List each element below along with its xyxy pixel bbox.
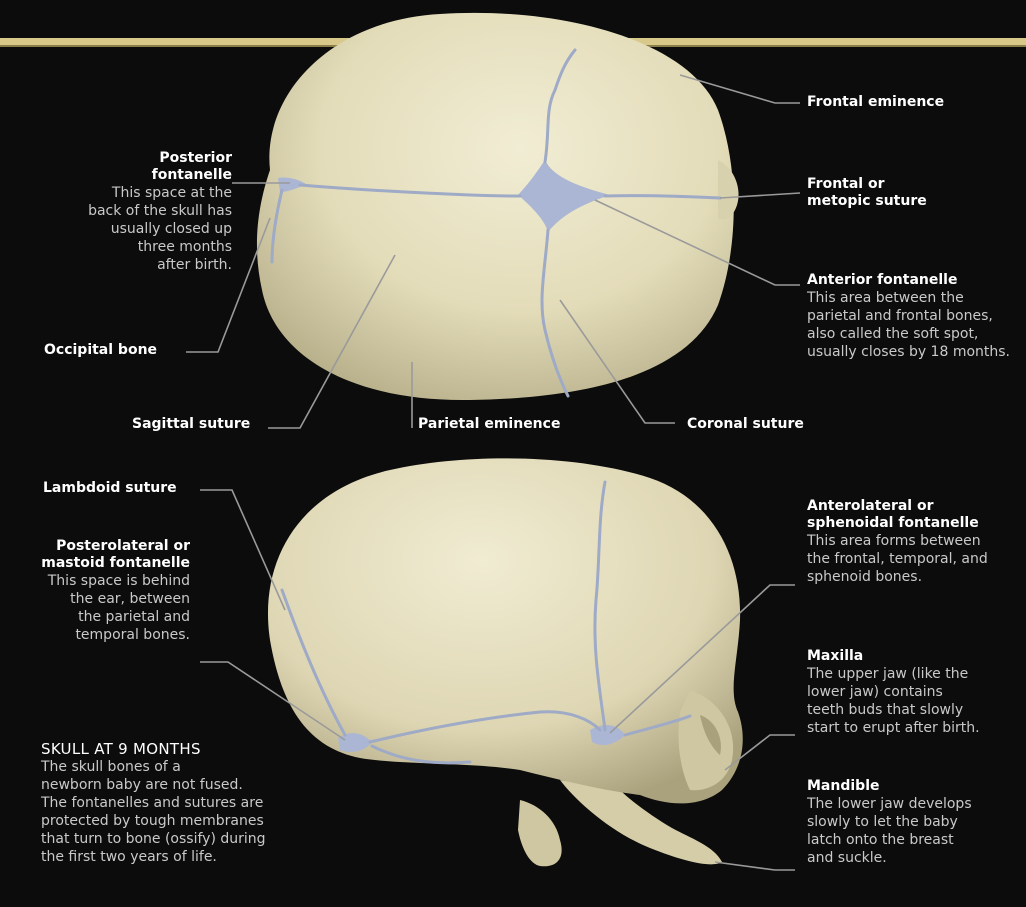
- label-lambdoid-suture: Lambdoid suture: [43, 480, 177, 497]
- label-anterior-fontanelle: Anterior fontanelle This area between th…: [807, 272, 1025, 361]
- caption-title: SKULL AT 9 MONTHS: [41, 740, 311, 758]
- label-posterior-fontanelle: Posterior fontanelle This space at the b…: [32, 150, 232, 274]
- label-posterolateral-fontanelle: Posterolateral or mastoid fontanelle Thi…: [0, 538, 190, 644]
- label-coronal-suture: Coronal suture: [687, 416, 804, 433]
- label-frontal-suture: Frontal or metopic suture: [807, 176, 927, 210]
- skull-top-view: [257, 13, 739, 400]
- label-maxilla: Maxilla The upper jaw (like the lower ja…: [807, 648, 1025, 737]
- leader-mandible: [715, 862, 795, 870]
- label-frontal-eminence: Frontal eminence: [807, 94, 944, 111]
- label-parietal-eminence: Parietal eminence: [418, 416, 560, 433]
- label-occipital-bone: Occipital bone: [44, 342, 157, 359]
- caption: SKULL AT 9 MONTHS The skull bones of a n…: [41, 740, 311, 866]
- label-mandible: Mandible The lower jaw develops slowly t…: [807, 778, 1025, 867]
- label-anterolateral-fontanelle: Anterolateral or sphenoidal fontanelle T…: [807, 498, 1025, 586]
- skull-side-view: [268, 458, 743, 866]
- label-sagittal-suture: Sagittal suture: [132, 416, 250, 433]
